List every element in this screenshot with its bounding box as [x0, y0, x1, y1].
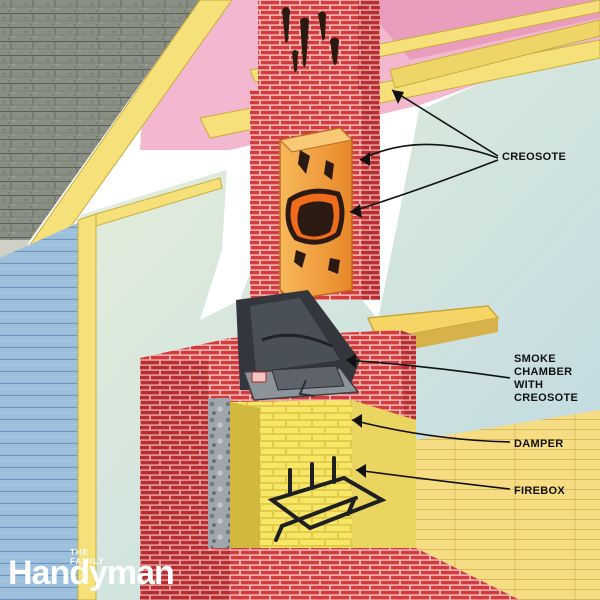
leader-creosote-flue [359, 143, 499, 161]
leader-creosote-hole [349, 159, 499, 213]
corner-stud [77, 213, 97, 600]
firebox-left-wall [230, 402, 260, 548]
damper-brick-piece [251, 371, 267, 383]
creosote-flue-patches [294, 150, 340, 274]
label-smoke-chamber-line-3: WITH [514, 379, 544, 391]
breast-left-face [140, 360, 208, 560]
leader-smoke-chamber [345, 359, 511, 379]
leader-firebox [355, 469, 511, 490]
floor-boards [416, 410, 600, 600]
label-firebox: FIREBOX [514, 485, 565, 498]
leader-lines [345, 89, 511, 490]
flue-crack-void [297, 201, 334, 237]
hearth-side [140, 548, 230, 600]
fire-grate [267, 456, 387, 542]
hearth [230, 548, 520, 600]
flue-liner-top [278, 127, 354, 153]
label-smoke-chamber-line-1: SMOKE [514, 353, 556, 365]
label-firebox-line: FIREBOX [514, 485, 565, 497]
chimney-stack-side [358, 0, 380, 90]
damper-handle [298, 379, 315, 397]
label-smoke-chamber-line-2: CHAMBER [514, 366, 573, 378]
exterior-siding [0, 222, 80, 600]
rubble-fill [208, 398, 230, 548]
roof-shingles [0, 0, 200, 240]
label-damper-line: DAMPER [514, 438, 564, 450]
leader-creosote-top [391, 89, 499, 157]
creosote-drips-top [282, 7, 339, 72]
damper-plate [271, 365, 345, 391]
smoke-chamber-creosote-streak [261, 333, 333, 348]
rafter-right [389, 19, 600, 89]
label-creosote-line: CREOSOTE [502, 151, 567, 163]
chimney-flue-side [362, 90, 380, 300]
label-smoke-chamber: SMOKE CHAMBER WITH CREOSOTE [514, 353, 578, 405]
label-smoke-chamber-line-4: CREOSOTE [514, 392, 579, 404]
brand-logo-wordmark: Handyman [8, 554, 175, 592]
leader-arrowheads [346, 90, 404, 478]
label-creosote: CREOSOTE [502, 151, 566, 164]
label-damper: DAMPER [514, 438, 563, 451]
brand-logo-small: THE FAMILY [70, 548, 105, 566]
top-plate [95, 177, 223, 227]
leader-damper [351, 419, 511, 443]
